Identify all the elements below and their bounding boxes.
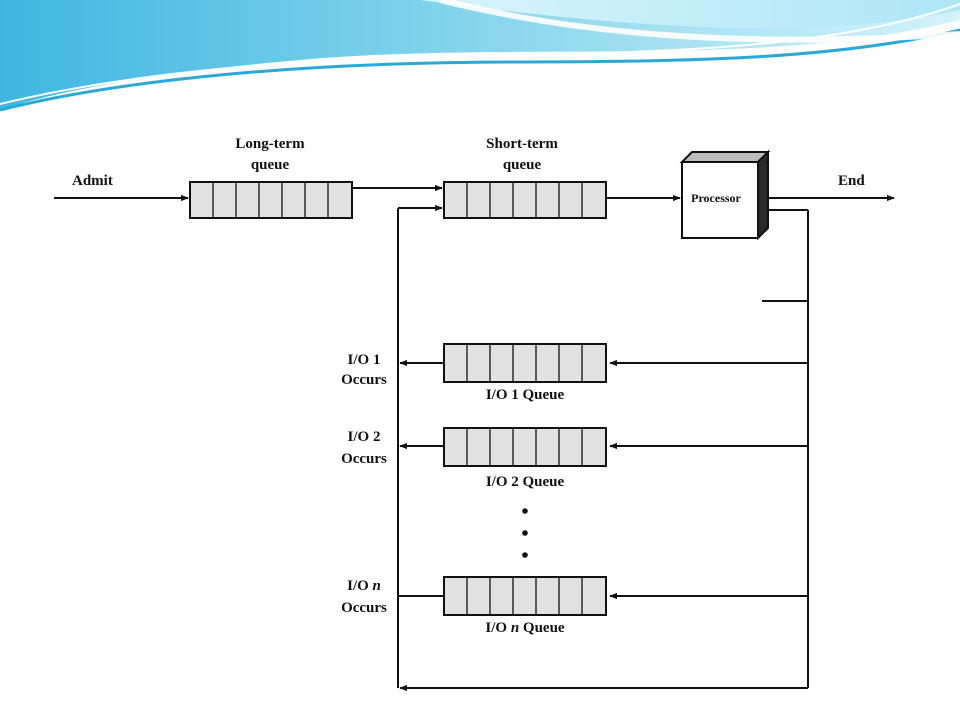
processor-box (679, 149, 771, 241)
long-term-queue (189, 181, 353, 219)
long-term-queue-label-line2: queue (251, 157, 290, 173)
short-term-queue-label-line1: Short-term (486, 136, 558, 152)
queuing-diagram-panel: Admit Long-term queue Short-term queue E… (48, 128, 906, 714)
slide-header-decoration (0, 0, 960, 112)
end-label: End (838, 173, 865, 189)
io2-occurs-label-line2: Occurs (341, 451, 387, 467)
io2-queue-label: I/O 2 Queue (486, 474, 565, 490)
io1-occurs-label-line1: I/O 1 (348, 352, 381, 368)
short-term-queue (443, 181, 607, 219)
io2-occurs-label-line1: I/O 2 (348, 429, 381, 445)
processor-label: Processor (691, 191, 741, 205)
ion-occurs-label-line2: Occurs (341, 600, 387, 616)
io1-queue (443, 343, 607, 383)
admit-label: Admit (72, 173, 113, 189)
io2-queue (443, 427, 607, 467)
ellipsis-dots (522, 508, 528, 558)
io1-occurs-label-line2: Occurs (341, 372, 387, 388)
ion-queue-label: I/O n Queue (485, 620, 565, 636)
short-term-queue-label-line2: queue (503, 157, 542, 173)
ion-queue (443, 576, 607, 616)
io1-queue-label: I/O 1 Queue (486, 387, 565, 403)
queuing-diagram: Admit Long-term queue Short-term queue E… (54, 136, 895, 692)
ion-occurs-label-line1: I/O n (347, 578, 381, 594)
long-term-queue-label-line1: Long-term (235, 136, 305, 152)
